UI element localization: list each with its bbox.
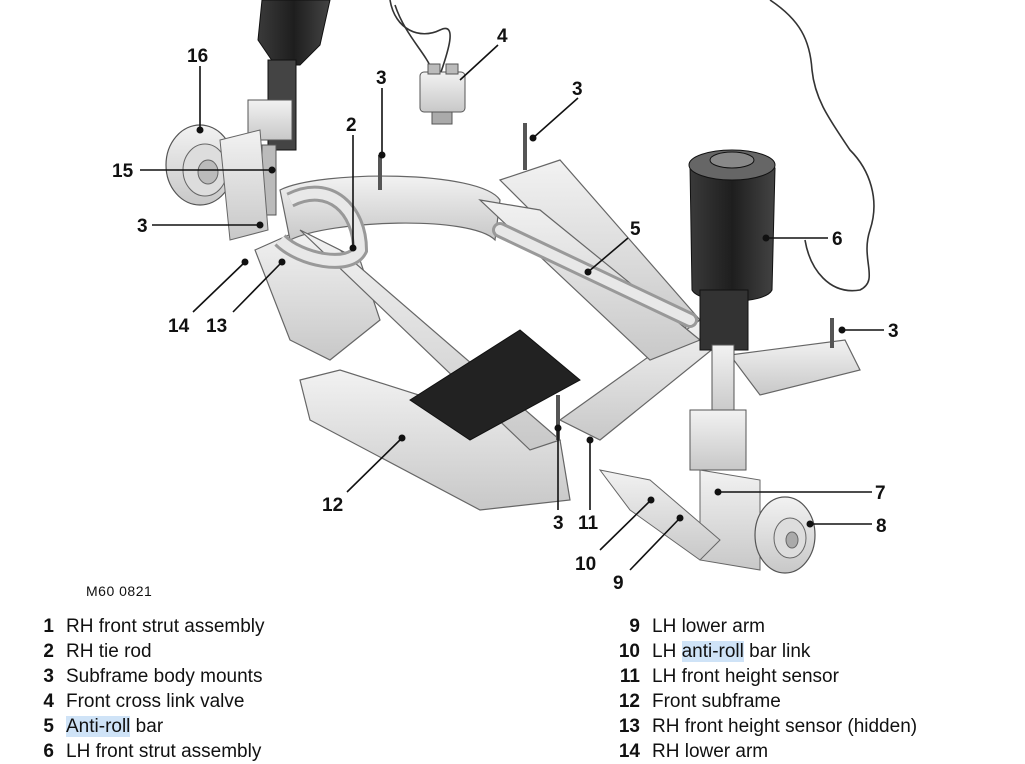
callout-4: 4	[497, 26, 508, 47]
legend-left: 1 RH front strut assembly 2 RH tie rod 3 Su…	[30, 614, 265, 764]
callout-13: 13	[206, 316, 227, 337]
lh-hub	[699, 469, 816, 574]
legend-item: 13 RH front height sensor (hidden)	[605, 714, 917, 739]
legend-text: RH front height sensor (hidden)	[652, 716, 918, 737]
legend-number: 3	[43, 666, 54, 687]
legend-number: 2	[43, 641, 54, 662]
legend-number: 11	[619, 666, 640, 687]
legend-item: 3 Subframe body mounts	[30, 664, 265, 689]
callout-7: 7	[875, 483, 886, 504]
callout-3-d: 3	[888, 321, 899, 342]
callout-11: 11	[578, 513, 599, 534]
legend-text: LH lower arm	[652, 616, 765, 637]
legend-number: 14	[618, 741, 640, 762]
lh-lower-arm	[598, 469, 721, 561]
legend-number: 4	[43, 691, 54, 712]
callout-3-b: 3	[572, 79, 583, 100]
lh-strut-assembly	[688, 149, 776, 471]
legend-number: 10	[618, 641, 640, 662]
legend-number: 1	[43, 616, 54, 637]
legend-text: Subframe body mounts	[66, 666, 263, 687]
callout-16: 16	[187, 46, 208, 67]
legend-item: 2 RH tie rod	[30, 639, 265, 664]
cross-link-valve	[419, 63, 466, 125]
legend-text: Front cross link valve	[66, 691, 245, 712]
anti-roll-bar	[274, 185, 698, 328]
callout-6: 6	[832, 229, 843, 250]
legend-number: 6	[43, 741, 54, 762]
skid-plate	[409, 329, 581, 441]
legend-number: 5	[43, 716, 54, 737]
callout-12: 12	[322, 495, 343, 516]
legend-text: LH front height sensor	[652, 666, 839, 687]
callout-8: 8	[876, 516, 887, 537]
rh-strut-assembly	[247, 0, 331, 216]
legend-item: 11 LH front height sensor	[605, 664, 917, 689]
rh-hub	[165, 124, 269, 241]
legend-text: RH lower arm	[652, 741, 769, 762]
legend-item: 1 RH front strut assembly	[30, 614, 265, 639]
legend-item: 9 LH lower arm	[605, 614, 917, 639]
callout-9: 9	[613, 573, 624, 594]
legend-number: 13	[618, 716, 640, 737]
legend-item: 14 RH lower arm	[605, 739, 917, 764]
callout-2: 2	[346, 115, 357, 136]
leader-lines	[140, 44, 884, 571]
legend-right: 9 LH lower arm 10 LH anti-roll bar link 11…	[605, 614, 917, 764]
callout-3-c: 3	[137, 216, 148, 237]
legend-item: 10 LH anti-roll bar link	[605, 639, 917, 664]
callout-3-a: 3	[376, 68, 387, 89]
legend-number: 9	[629, 616, 640, 637]
legend-text: Anti-roll bar	[66, 716, 164, 737]
callout-5: 5	[630, 219, 641, 240]
legend-item: 12 Front subframe	[605, 689, 917, 714]
legend-text: LH front strut assembly	[66, 741, 262, 762]
legend-text: Front subframe	[652, 691, 781, 712]
callout-14: 14	[168, 316, 190, 337]
callout-15: 15	[112, 161, 134, 182]
legend-item: 5 Anti-roll bar	[30, 714, 265, 739]
suspension-diagram: 16 4 3 3 2 15 3 5 6 3 14 13 12 3 11 10 9…	[112, 0, 899, 594]
callout-numbers: 16 4 3 3 2 15 3 5 6 3 14 13 12 3 11 10 9…	[112, 26, 899, 594]
callout-3-e: 3	[553, 513, 564, 534]
legend-item: 4 Front cross link valve	[30, 689, 265, 714]
callout-10: 10	[575, 554, 596, 575]
legend-item: 6 LH front strut assembly	[30, 739, 265, 764]
legend-text: LH anti-roll bar link	[652, 641, 811, 662]
figure-code: M60 0821	[86, 583, 153, 599]
legend-text: RH tie rod	[66, 641, 152, 662]
legend-text: RH front strut assembly	[66, 616, 265, 637]
legend-number: 12	[618, 691, 640, 712]
